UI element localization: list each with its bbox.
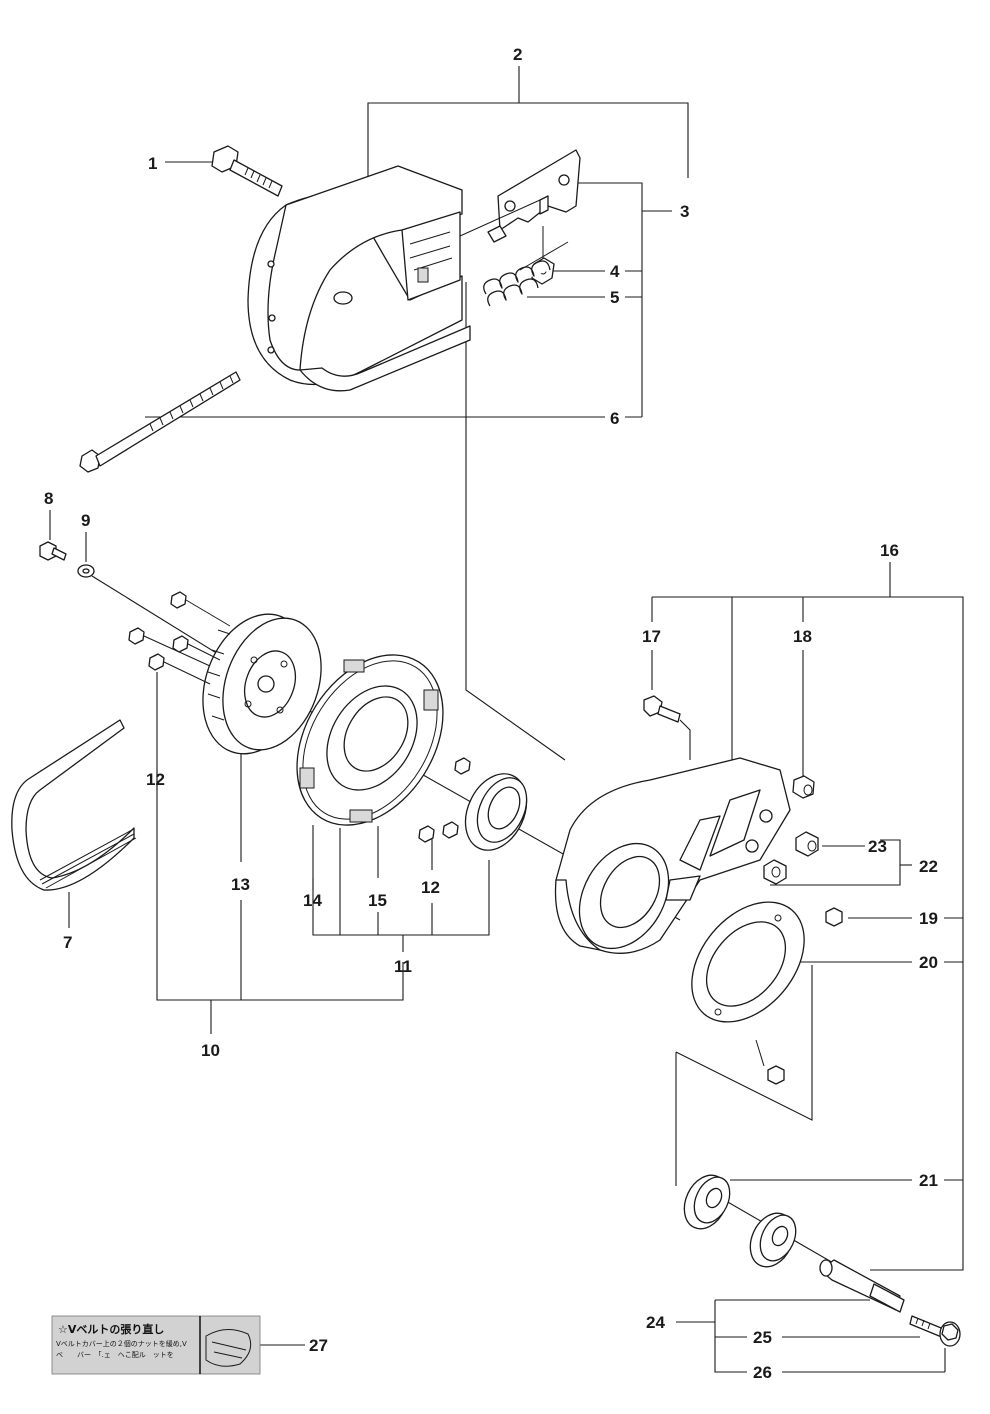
callout-20: 20 [919,953,938,972]
callout-10: 10 [201,1041,220,1060]
callout-11: 11 [394,957,412,976]
decal-part-27: ☆Vベルトの張り直し Vベルトカバー上の２個のナットを緩め,V ベ バー 「.ェ… [51,1315,261,1375]
callout-22: 22 [919,857,938,876]
belt-cover-part-2 [247,165,471,392]
nut-part-23 [795,831,819,857]
screw-part-8 [39,541,67,561]
callout-16: 16 [880,541,899,560]
long-bolt-part-6 [79,371,241,473]
nut-part-18 [792,775,815,799]
callout-5: 5 [610,288,619,307]
screw-part-17 [643,695,681,723]
callout-2: 2 [513,45,522,64]
leader-lines [49,66,964,1373]
clutch-ring-part-14 [296,654,444,826]
v-belt-part-7 [11,719,137,891]
callout-24: 24 [646,1313,665,1332]
bearing-part-21-b [749,1212,797,1268]
callout-3: 3 [680,202,689,221]
callout-9: 9 [81,511,90,530]
callout-15: 15 [368,891,387,910]
callout-19: 19 [919,909,938,928]
decal-line-1: Vベルトカバー上の２個のナットを緩め,V [56,1339,187,1348]
decal-line-2: ベ バー 「.ェ ヘこ配ル ットを [56,1351,174,1359]
callout-17: 17 [642,627,661,646]
screws-part-12-left [128,591,231,685]
screw-part-20-lower [755,1039,785,1085]
callout-21: 21 [919,1171,938,1190]
washer-part-9 [77,564,95,578]
shaft-part-24 [819,1259,905,1313]
callout-12-right: 12 [421,878,440,897]
seal-ring [464,773,528,851]
guard-plate-part-16 [554,757,791,954]
friction-disc-part-20 [691,901,805,1023]
callout-8: 8 [44,489,53,508]
callout-14: 14 [303,891,322,910]
bearing-part-21-a [683,1174,731,1230]
callout-26: 26 [753,1363,772,1382]
callout-labels: 1 2 3 4 5 6 7 8 9 10 11 12 12 13 14 15 1… [44,45,938,1382]
callout-27: 27 [309,1336,328,1355]
callout-4: 4 [610,262,620,281]
callout-25: 25 [753,1328,772,1347]
tensioner-plate-part-3 [459,149,581,243]
washer-part-26 [939,1321,961,1347]
screws-part-12-right [418,757,471,843]
nut-part-22 [763,859,787,885]
callout-23: 23 [868,837,887,856]
callout-1: 1 [148,154,157,173]
pulley-part-13 [202,613,322,755]
spring-part-5 [483,241,569,307]
screw-part-19 [825,907,843,927]
callout-13: 13 [231,875,250,894]
callout-7: 7 [63,933,72,952]
decal-title: ☆Vベルトの張り直し [58,1322,164,1336]
callout-18: 18 [793,627,812,646]
callout-12-left: 12 [146,770,165,789]
callout-6: 6 [610,409,619,428]
bolt-part-1 [211,145,283,197]
